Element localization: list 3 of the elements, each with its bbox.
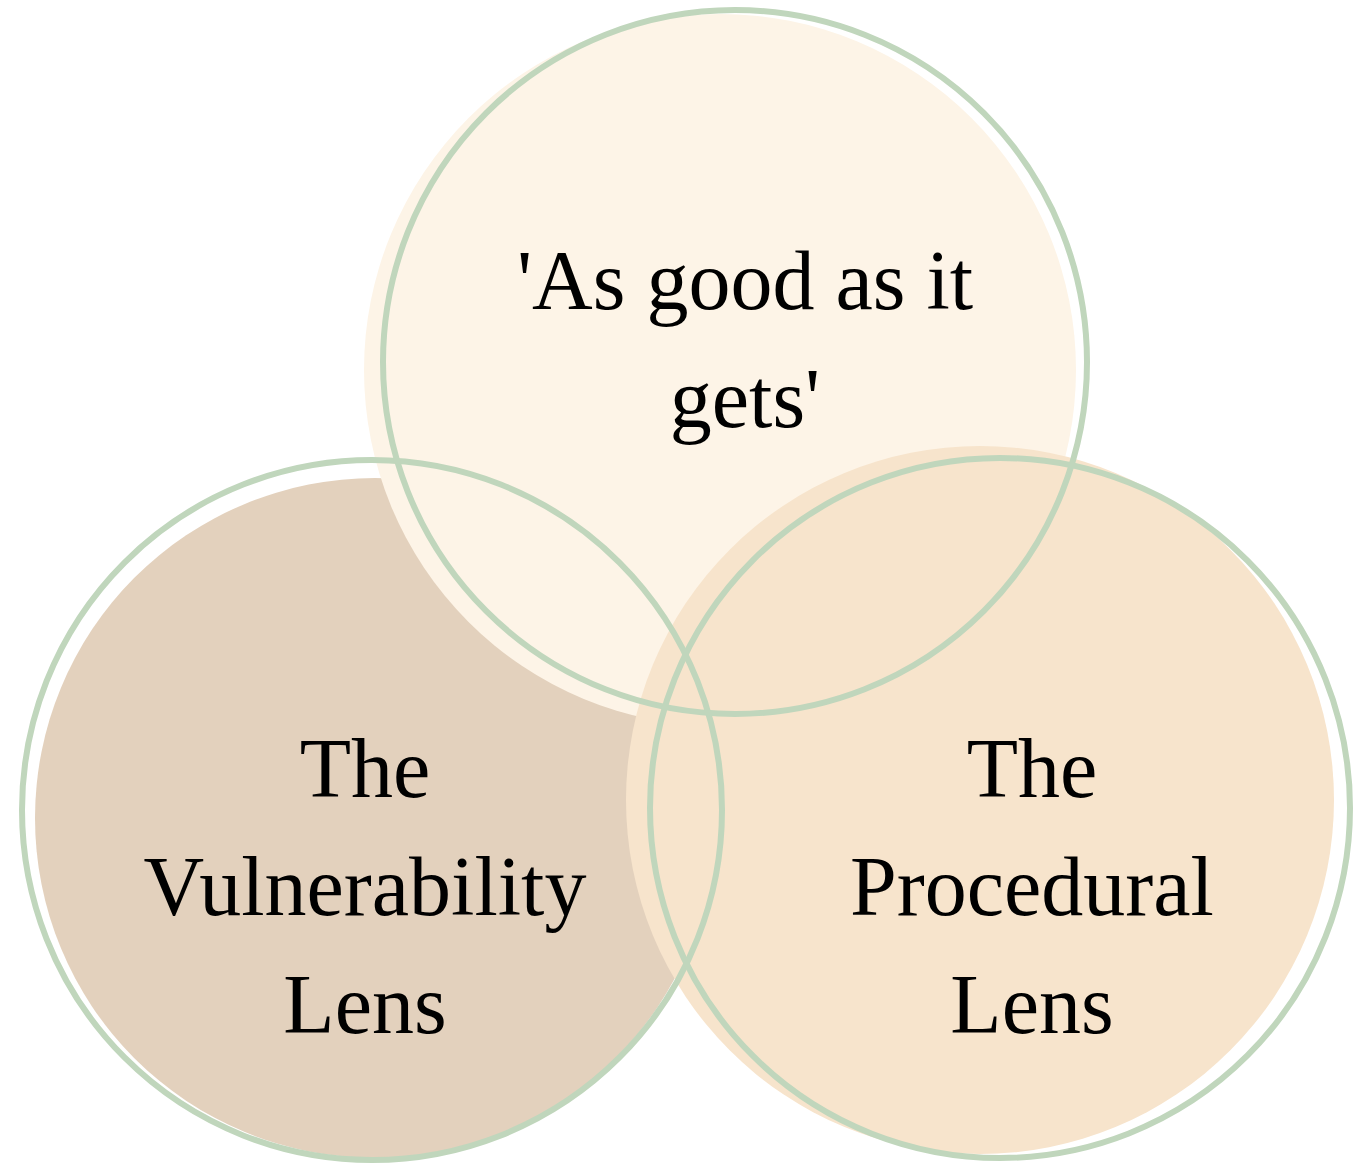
circle-label: The Procedural Lens [849, 721, 1215, 1053]
circle-label: 'As good as it gets' [515, 233, 975, 447]
circle-label: The Vulnerability Lens [142, 721, 588, 1053]
